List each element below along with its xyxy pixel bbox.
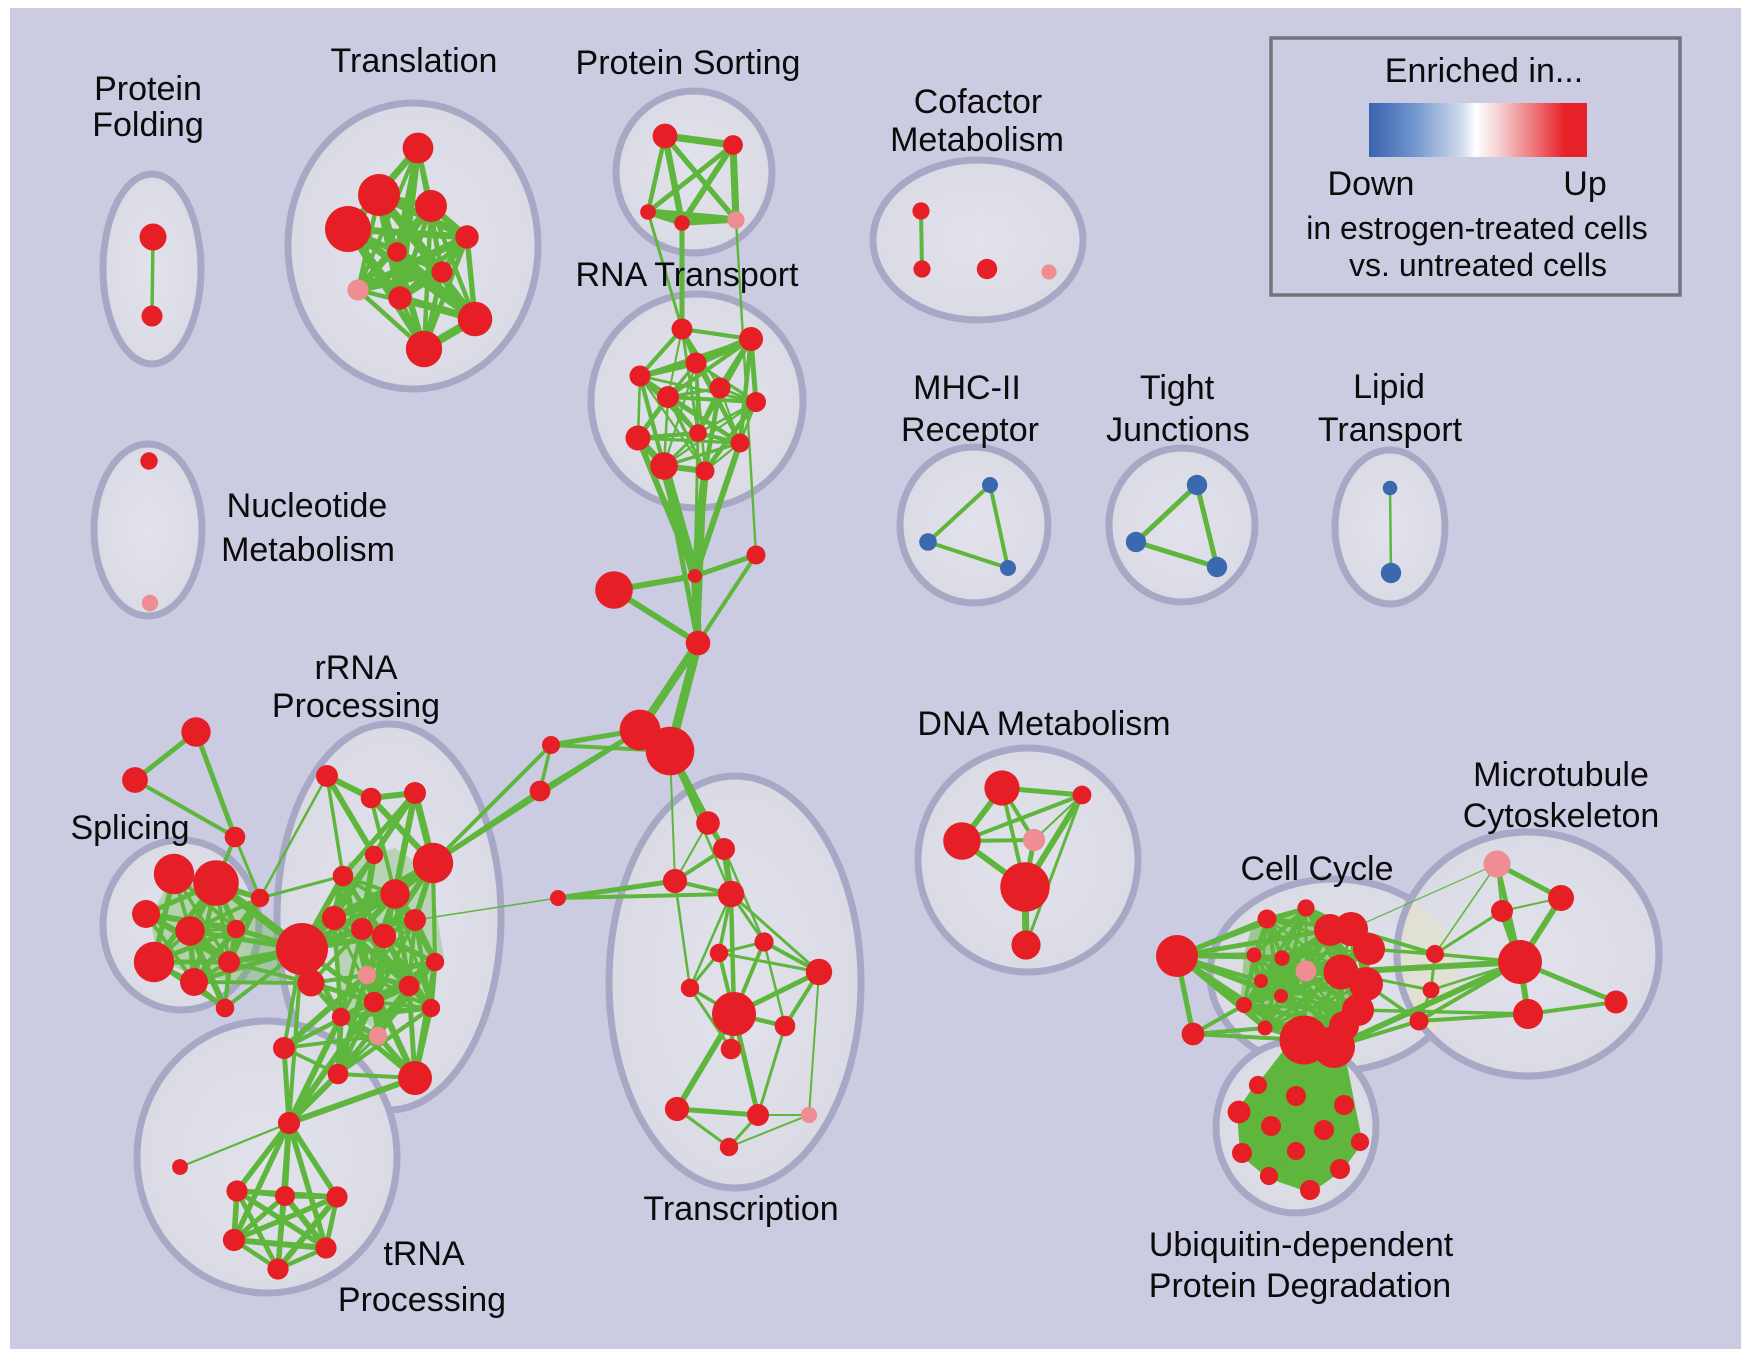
svg-text:Enriched in...: Enriched in... xyxy=(1385,52,1583,90)
svg-text:Ubiquitin-dependent: Ubiquitin-dependent xyxy=(1149,1226,1454,1264)
svg-text:Cell Cycle: Cell Cycle xyxy=(1240,850,1393,888)
svg-text:MHC-II: MHC-II xyxy=(913,369,1021,407)
svg-text:Transcription: Transcription xyxy=(643,1190,838,1228)
svg-text:DNA Metabolism: DNA Metabolism xyxy=(917,705,1170,743)
svg-text:Cofactor: Cofactor xyxy=(914,83,1043,121)
svg-text:in estrogen-treated cells: in estrogen-treated cells xyxy=(1306,210,1648,246)
svg-text:Protein Degradation: Protein Degradation xyxy=(1149,1267,1451,1305)
svg-text:Metabolism: Metabolism xyxy=(221,531,395,569)
svg-text:Folding: Folding xyxy=(92,106,204,144)
svg-text:Down: Down xyxy=(1328,165,1415,203)
svg-text:Junctions: Junctions xyxy=(1106,411,1250,449)
svg-text:Lipid: Lipid xyxy=(1353,368,1425,406)
svg-text:Receptor: Receptor xyxy=(901,411,1039,449)
svg-text:Microtubule: Microtubule xyxy=(1473,756,1649,794)
svg-text:Cytoskeleton: Cytoskeleton xyxy=(1463,797,1660,835)
svg-text:Protein Sorting: Protein Sorting xyxy=(576,44,801,82)
svg-text:Transport: Transport xyxy=(1318,411,1463,449)
svg-text:Metabolism: Metabolism xyxy=(890,121,1064,159)
svg-text:Tight: Tight xyxy=(1140,369,1215,407)
svg-text:Splicing: Splicing xyxy=(70,809,189,847)
svg-text:Protein: Protein xyxy=(94,70,202,108)
svg-text:Up: Up xyxy=(1563,165,1606,203)
svg-text:Translation: Translation xyxy=(331,42,498,80)
svg-text:tRNA: tRNA xyxy=(383,1235,465,1273)
svg-text:rRNA: rRNA xyxy=(314,649,397,687)
svg-text:RNA Transport: RNA Transport xyxy=(576,256,800,294)
svg-text:Processing: Processing xyxy=(272,687,440,725)
svg-text:Processing: Processing xyxy=(338,1281,506,1319)
svg-text:vs. untreated cells: vs. untreated cells xyxy=(1349,247,1607,283)
svg-text:Nucleotide: Nucleotide xyxy=(227,487,388,525)
